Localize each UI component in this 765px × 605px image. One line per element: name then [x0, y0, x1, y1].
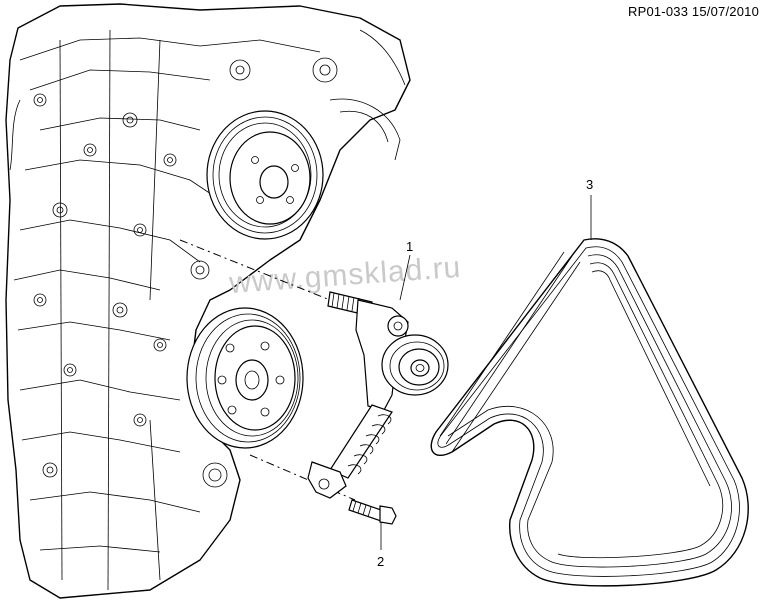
reference-code: RP01-033 15/07/2010	[627, 4, 759, 19]
crankshaft-pulley	[186, 307, 304, 449]
callout-2: 2	[377, 554, 384, 569]
callout-1: 1	[406, 239, 413, 254]
upper-pulley	[206, 110, 324, 240]
engine-block	[5, 3, 411, 599]
drive-belt-part	[430, 238, 749, 587]
callout-3: 3	[586, 177, 593, 192]
tensioner-bolt-part	[348, 499, 397, 525]
callout-leaders	[380, 195, 592, 550]
watermark-text: www.gmsklad.ru	[227, 251, 462, 300]
belt-tensioner-part	[307, 291, 449, 499]
